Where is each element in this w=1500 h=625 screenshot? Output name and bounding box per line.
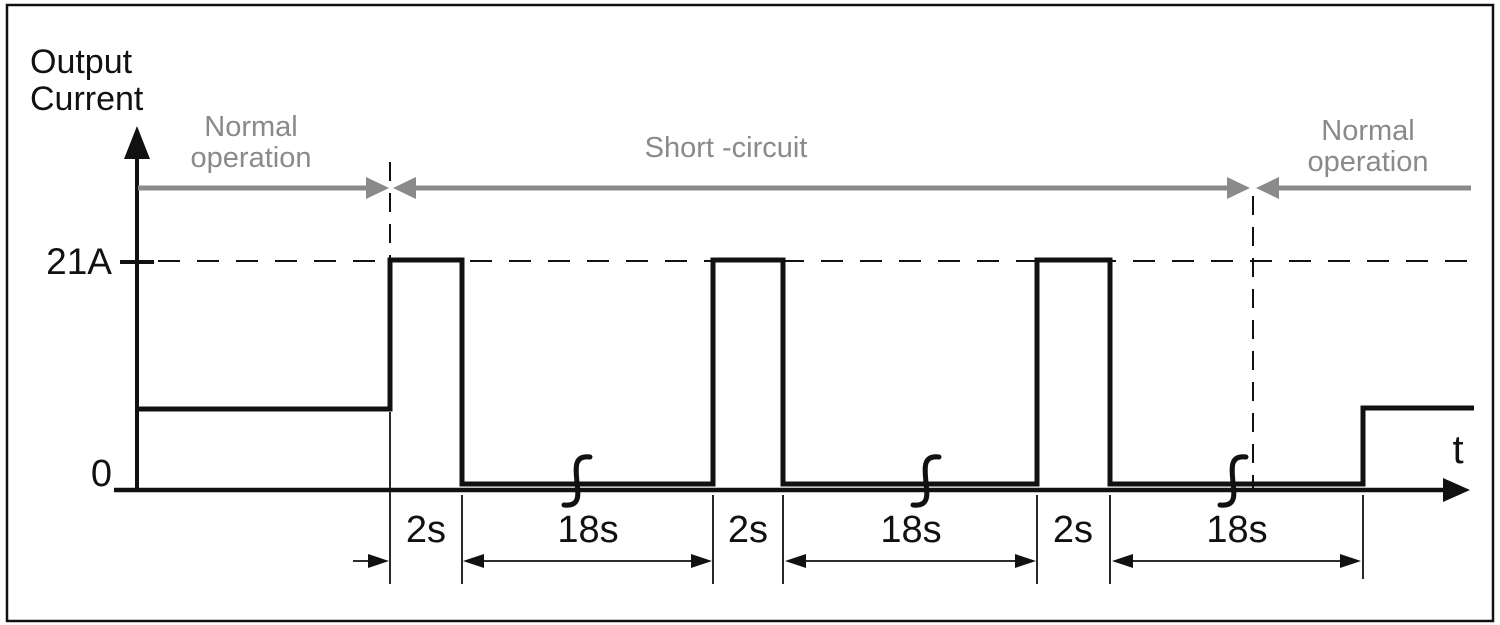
duration-label: 2s	[1052, 509, 1094, 551]
dimension-lines	[353, 554, 1361, 568]
duration-label: 18s	[557, 509, 619, 551]
y-tick-0-label: 0	[90, 453, 112, 495]
y-axis-arrow-icon	[124, 126, 150, 159]
duration-label: 18s	[880, 509, 942, 551]
phase-label-line: Normal	[1321, 115, 1415, 147]
y-axis-title-line2: Current	[30, 80, 144, 118]
normal-left-arrow-icon	[366, 177, 389, 199]
axis-break-icon	[1217, 454, 1249, 508]
dimension-arrow-icon	[691, 554, 712, 568]
phase-label-line: operation	[1307, 146, 1429, 178]
extension-lines	[389, 412, 1364, 584]
y-tick-21a-label: 21A	[46, 241, 112, 282]
dimension-arrow-icon	[785, 554, 806, 568]
x-axis-label: t	[1452, 428, 1464, 472]
phase-label-line: Normal	[204, 111, 298, 143]
duration-label: 18s	[1206, 509, 1268, 551]
short-circuit-right-arrow-icon	[1227, 177, 1250, 199]
short-circuit-left-arrow-icon	[393, 177, 416, 199]
duration-label: 2s	[405, 509, 447, 551]
x-axis-arrow-icon	[1443, 478, 1470, 502]
dimension-arrow-icon	[368, 554, 389, 568]
dimension-arrow-icon	[463, 554, 484, 568]
axis-break-icon-group	[561, 454, 1249, 508]
frame-border	[5, 3, 1495, 623]
axis-break-icon	[561, 454, 593, 508]
y-axis-title-line1: Output	[30, 43, 133, 81]
dimension-arrow-icon	[1015, 554, 1036, 568]
axis-break-icon	[910, 454, 942, 508]
normal-right-arrow-icon	[1256, 177, 1279, 199]
output-current-waveform	[137, 257, 1474, 487]
dimension-arrow-icon	[1112, 554, 1133, 568]
dimension-arrow-icon	[1340, 554, 1361, 568]
phase-label-short-circuit: Short -circuit	[644, 132, 808, 164]
phase-span-arrows	[138, 177, 1471, 199]
duration-label: 2s	[727, 509, 769, 551]
phase-label-line: operation	[190, 142, 312, 174]
